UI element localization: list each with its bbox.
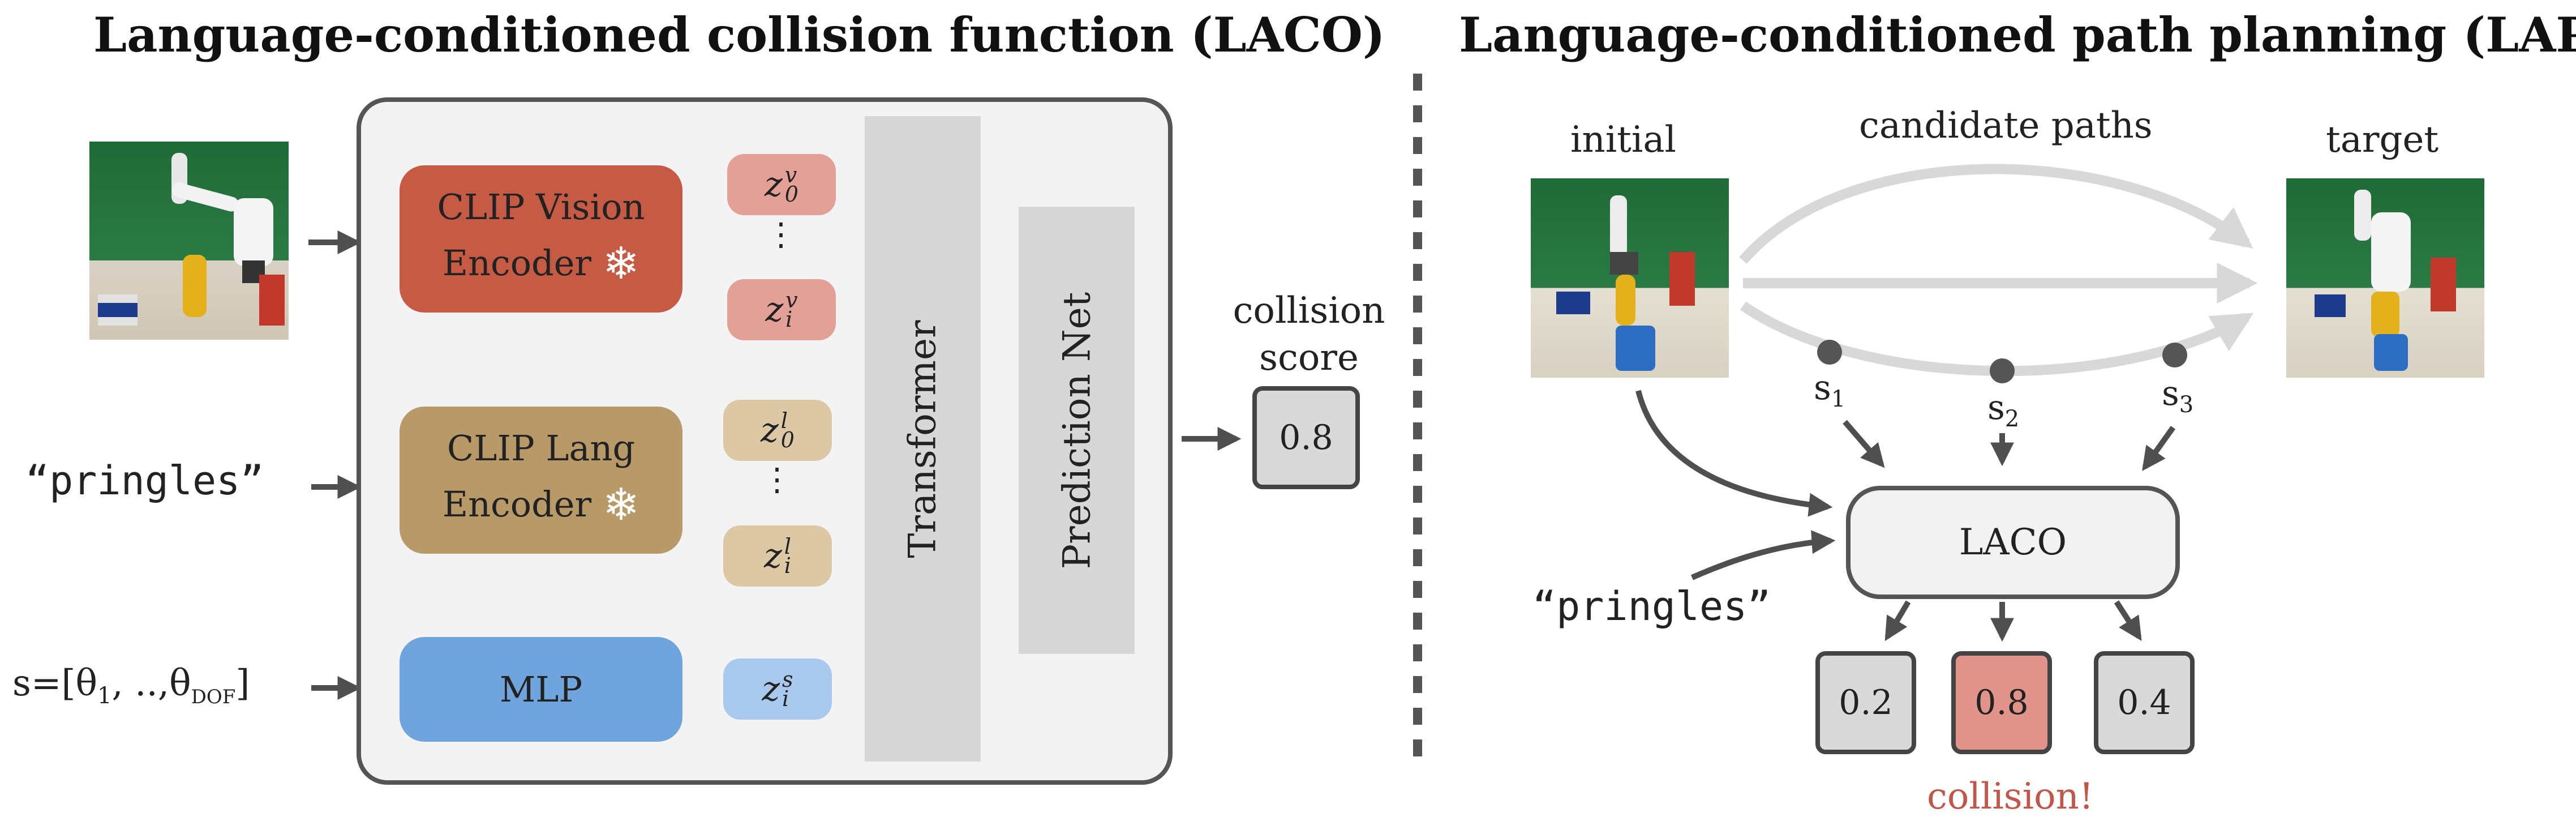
state-dot-s1 — [1817, 340, 1842, 365]
state-dot-s3 — [2162, 343, 2187, 367]
collision-score-output: 0.8 — [1252, 386, 1360, 489]
target-scene-photo — [2286, 178, 2484, 378]
robot-state-input: s=[θ1, ..,θDOF] — [12, 662, 250, 709]
vision-token-ellipsis: ⋮ — [765, 216, 797, 253]
path-score-3: 0.4 — [2094, 651, 2195, 754]
robot-arm-icon — [2315, 190, 2456, 371]
transformer-block: Transformer — [865, 116, 981, 762]
mlp-encoder: MLP — [400, 637, 682, 742]
initial-label: initial — [1570, 119, 1676, 161]
prediction-net-block: Prediction Net — [1019, 207, 1135, 654]
state-label-s2: s2 — [1987, 388, 2020, 432]
robot-arm-icon — [1556, 195, 1695, 371]
candidate-path-top — [1739, 164, 2253, 264]
robot-arm-icon — [98, 153, 285, 326]
frozen-snowflake-icon: ❄ — [602, 480, 640, 531]
initial-to-laco-arrow — [1635, 390, 1833, 517]
state-dot-s2 — [1990, 358, 2015, 383]
state-label-s3: s3 — [2162, 374, 2194, 418]
laco-title: Language-conditioned collision function … — [93, 7, 1385, 63]
robot-scene-photo — [89, 142, 289, 340]
initial-scene-photo — [1531, 178, 1729, 378]
s1-to-laco-arrow — [1843, 420, 1885, 468]
pringles-input-text: “pringles” — [25, 457, 264, 504]
pringles-to-laco-arrow — [1690, 530, 1836, 580]
laco-to-score3-arrow — [2114, 600, 2142, 642]
collision-warning-label: collision! — [1927, 776, 2094, 818]
candidate-paths-label: candidate paths — [1859, 105, 2153, 147]
path-score-2: 0.8 — [1951, 651, 2052, 754]
laco-to-score1-arrow — [1884, 600, 1911, 642]
state-label-s1: s1 — [1814, 368, 1846, 412]
frozen-snowflake-icon: ❄ — [602, 238, 640, 290]
lang-token-ellipsis: ⋮ — [761, 461, 793, 498]
pringles-query-text: “pringles” — [1532, 583, 1771, 630]
lapp-title: Language-conditioned path planning (LAPP… — [1459, 7, 2576, 63]
path-score-1: 0.2 — [1815, 651, 1916, 754]
s3-to-laco-arrow — [2142, 426, 2176, 471]
target-label: target — [2326, 119, 2439, 161]
laco-block: LACO — [1846, 486, 2180, 599]
